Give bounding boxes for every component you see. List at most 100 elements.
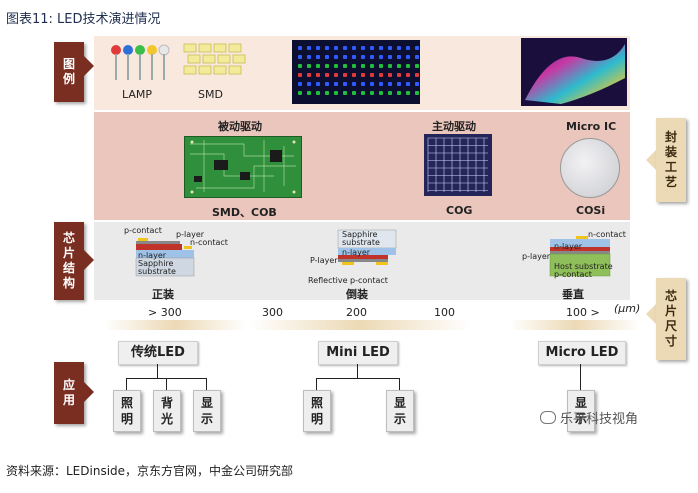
matrix-led-dot <box>397 91 401 95</box>
led-matrix-image <box>292 40 420 104</box>
watermark: 乐平科技视角 <box>540 408 638 427</box>
app-mini-lighting: 照 明 <box>303 390 331 432</box>
matrix-led-dot <box>316 46 320 50</box>
matrix-led-dot <box>298 82 302 86</box>
matrix-led-dot <box>343 73 347 77</box>
size-tick-gt300: > 300 <box>148 306 182 319</box>
active-drive-label: 主动驱动 <box>432 120 476 133</box>
lamp-label: LAMP <box>122 88 153 101</box>
side-arrow-chip-structure <box>84 250 94 270</box>
side-label-legend: 图 例 <box>54 42 84 102</box>
matrix-led-dot <box>343 55 347 59</box>
size-tick-100: 100 <box>434 306 455 319</box>
matrix-led-dot <box>406 55 410 59</box>
cog-panel-image <box>424 134 492 196</box>
matrix-led-dot <box>334 91 338 95</box>
matrix-led-dot <box>361 91 365 95</box>
connector-line <box>316 378 400 379</box>
matrix-led-dot <box>316 55 320 59</box>
matrix-led-dot <box>388 91 392 95</box>
flip-player-label: P-layer <box>310 256 338 265</box>
side-label-packaging: 封 装 工 艺 <box>656 118 686 202</box>
matrix-led-dot <box>298 91 302 95</box>
vertical-chip-diagram <box>549 236 611 277</box>
face-up-sapphire-label: Sapphire substrate <box>138 259 176 276</box>
micro-range-bar <box>510 320 640 330</box>
side-arrow-application <box>84 382 94 402</box>
matrix-led-dot <box>379 91 383 95</box>
side-arrow-chip-size <box>646 304 656 324</box>
matrix-led-dot <box>298 46 302 50</box>
matrix-led-dot <box>298 64 302 68</box>
matrix-led-dot <box>406 82 410 86</box>
matrix-led-dot <box>370 46 374 50</box>
matrix-led-dot <box>379 46 383 50</box>
app-lighting: 照 明 <box>113 390 141 432</box>
silicon-wafer-image <box>560 138 620 198</box>
matrix-led-dot <box>415 46 419 50</box>
passive-drive-label: 被动驱动 <box>218 120 262 133</box>
face-up-pcontact-label: p-contact <box>124 226 162 235</box>
face-up-player-label: p-layer <box>176 230 205 239</box>
matrix-led-dot <box>361 64 365 68</box>
matrix-led-dot <box>388 55 392 59</box>
matrix-led-dot <box>316 64 320 68</box>
mini-led-box: Mini LED <box>318 341 398 365</box>
app-backlight: 背 光 <box>153 390 181 432</box>
size-tick-300: 300 <box>262 306 283 319</box>
micro-ic-label: Micro IC <box>566 120 617 133</box>
matrix-led-dot <box>379 64 383 68</box>
vertical-player-label: p-layer <box>522 252 551 261</box>
face-up-label: 正装 <box>152 288 174 301</box>
matrix-led-dot <box>334 73 338 77</box>
smd-label: SMD <box>198 88 223 101</box>
size-tick-200: 200 <box>346 306 367 319</box>
connector-line <box>399 378 400 390</box>
lamp-led-image <box>111 44 170 80</box>
cog-label: COG <box>446 204 473 217</box>
matrix-led-dot <box>352 64 356 68</box>
matrix-led-dot <box>316 73 320 77</box>
matrix-led-dot <box>352 91 356 95</box>
matrix-led-dot <box>352 46 356 50</box>
matrix-led-dot <box>316 82 320 86</box>
matrix-led-dot <box>361 46 365 50</box>
traditional-led-box: 传统LED <box>118 341 198 365</box>
side-label-chip-size: 芯 片 尺 寸 <box>656 278 686 360</box>
matrix-led-dot <box>325 55 329 59</box>
watermark-text: 乐平科技视角 <box>560 412 639 427</box>
connector-line <box>126 378 127 390</box>
connector-line <box>206 378 207 390</box>
figure-title: 图表11: LED技术演进情况 <box>6 12 161 27</box>
matrix-led-dot <box>307 82 311 86</box>
matrix-led-dot <box>406 64 410 68</box>
smd-cob-label: SMD、COB <box>212 206 277 219</box>
matrix-led-dot <box>388 82 392 86</box>
size-tick-lt100: 100 > <box>566 306 600 319</box>
matrix-led-dot <box>370 64 374 68</box>
side-label-application: 应 用 <box>54 362 84 424</box>
flip-reflective-label: Reflective p-contact <box>308 276 388 285</box>
matrix-led-dot <box>334 82 338 86</box>
matrix-led-dot <box>298 55 302 59</box>
face-up-nlayer-label: n-layer <box>138 251 167 260</box>
flexible-micro-led-image <box>521 38 627 106</box>
vertical-nlayer-label: n-layer <box>554 242 583 251</box>
matrix-led-dot <box>343 82 347 86</box>
side-arrow-packaging <box>646 150 656 170</box>
matrix-led-dot <box>343 46 347 50</box>
matrix-led-dot <box>334 64 338 68</box>
matrix-led-dot <box>388 46 392 50</box>
size-unit-label: (μm) <box>614 302 641 315</box>
connector-line <box>166 378 167 390</box>
wechat-icon <box>540 411 556 424</box>
matrix-led-dot <box>361 82 365 86</box>
matrix-led-dot <box>370 73 374 77</box>
matrix-led-dot <box>379 73 383 77</box>
matrix-led-dot <box>415 73 419 77</box>
side-label-chip-structure: 芯 片 结 构 <box>54 222 84 300</box>
traditional-range-bar <box>104 320 246 330</box>
matrix-led-dot <box>397 55 401 59</box>
matrix-led-dot <box>307 46 311 50</box>
pcb-board-image <box>184 136 302 198</box>
